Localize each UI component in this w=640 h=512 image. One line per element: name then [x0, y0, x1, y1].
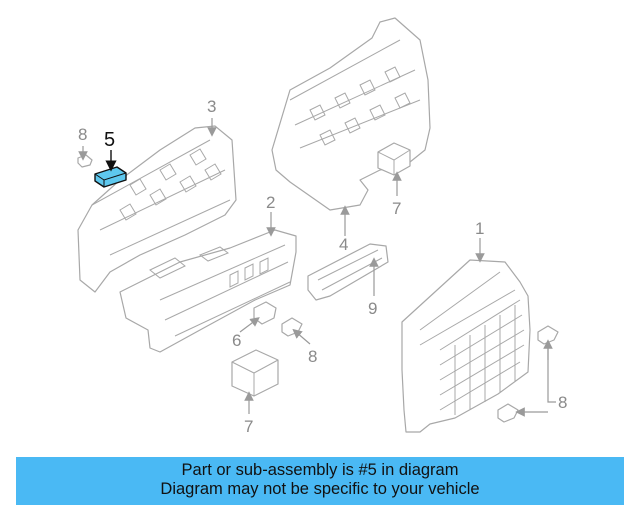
callout-4: 4: [339, 235, 348, 254]
part-3-fuse-block: [77, 125, 237, 293]
part-8-clip-right-upper: [537, 325, 559, 345]
banner-line-2: Diagram may not be specific to your vehi…: [160, 480, 480, 498]
leader-8c: [547, 344, 556, 403]
callout-2: 2: [266, 193, 275, 212]
parts-diagram: 3 8 5 2 4 7 1 9 6 8 7 8: [77, 17, 567, 436]
callout-7-lower: 7: [244, 417, 253, 436]
info-banner: Part or sub-assembly is #5 in diagram Di…: [16, 457, 624, 505]
callout-8-upper: 8: [78, 125, 87, 144]
callout-8-middle: 8: [308, 347, 317, 366]
callout-8-right: 8: [558, 393, 567, 412]
part-2-module: [119, 229, 297, 353]
banner-line-1: Part or sub-assembly is #5 in diagram: [181, 461, 459, 479]
callout-5: 5: [104, 129, 115, 151]
callout-7-upper: 7: [392, 199, 401, 218]
callout-3: 3: [207, 97, 216, 116]
part-4-bracket: [271, 17, 431, 211]
part-6-connector: [253, 301, 277, 325]
part-5-highlighted: [94, 166, 127, 188]
callout-1: 1: [475, 219, 484, 238]
part-1-cover: [401, 259, 531, 433]
part-8-clip-right-lower: [497, 403, 519, 423]
part-8-clip-upper: [77, 154, 93, 168]
callout-9: 9: [368, 299, 377, 318]
leader-8b: [292, 328, 311, 345]
part-8-clip-middle: [281, 317, 303, 337]
callout-6: 6: [232, 331, 241, 350]
part-7-relay-lower: [231, 349, 279, 397]
leader-6: [239, 317, 260, 333]
